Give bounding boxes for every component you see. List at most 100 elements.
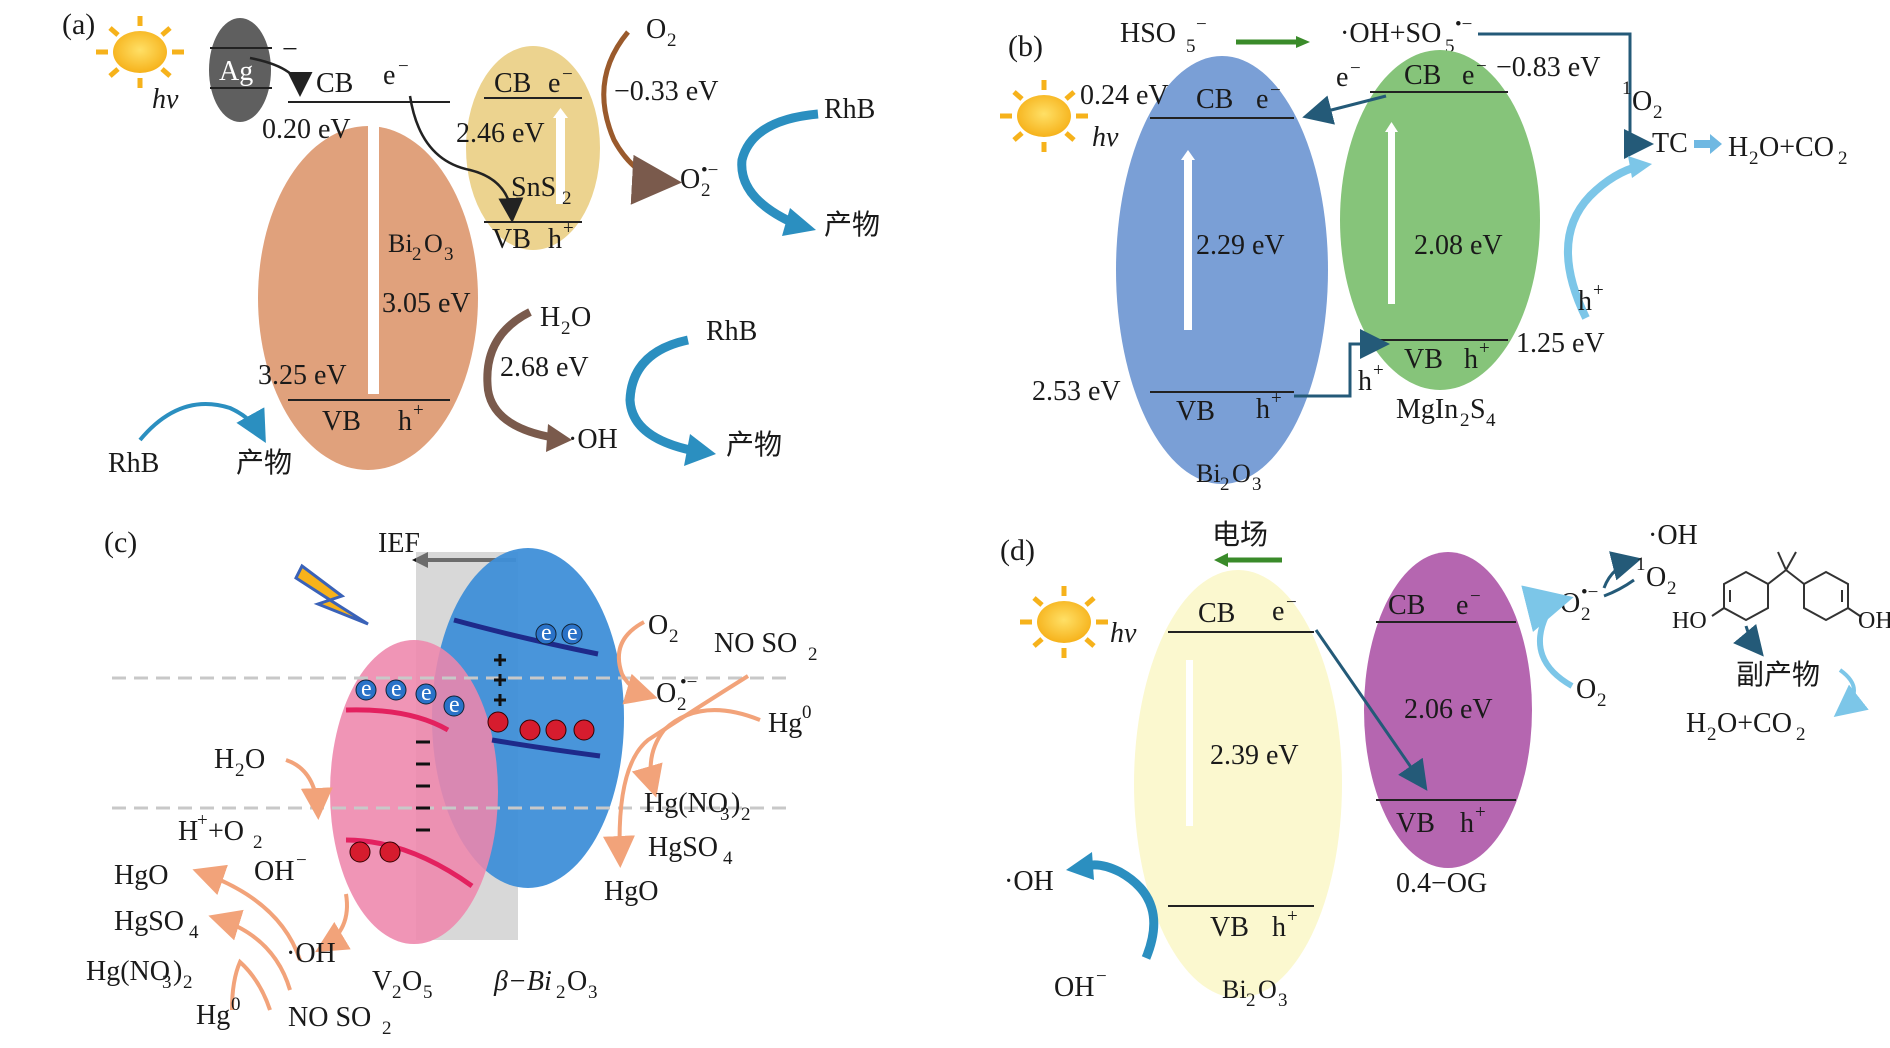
svg-text:e: e [361, 676, 372, 702]
bi2o3-vb-value: 3.25 eV [258, 360, 347, 391]
svg-text:h: h [1464, 344, 1478, 375]
svg-text:产物: 产物 [236, 447, 292, 479]
svg-text:2: 2 [667, 30, 677, 51]
svg-text:HSO: HSO [1120, 18, 1176, 49]
svg-text:−: − [1470, 586, 1481, 607]
svg-text:2: 2 [235, 760, 245, 781]
hole-particles [349, 711, 595, 863]
svg-text:NO SO: NO SO [714, 628, 797, 659]
svg-text:RhB: RhB [108, 448, 159, 479]
svg-text:CB: CB [494, 68, 531, 99]
svg-text:β−Bi: β−Bi [493, 966, 552, 997]
rhb-degradation-arrow-3 [138, 402, 266, 443]
panel-c: (c) IEF e e [86, 526, 818, 1039]
svg-text:RhB: RhB [824, 94, 875, 125]
svg-text:3: 3 [162, 972, 172, 993]
h2o-oxidation-arrow [483, 308, 557, 442]
svg-text:2: 2 [741, 804, 751, 825]
panel-label-b: (b) [1008, 30, 1043, 63]
bi2o3-gap: 2.29 eV [1196, 230, 1285, 261]
svg-text:): ) [731, 788, 740, 819]
svg-text:2: 2 [1707, 724, 1717, 745]
svg-text:Hg: Hg [196, 1000, 230, 1031]
svg-text:−: − [296, 850, 307, 871]
bi2o3-label: Bi 2 O 3 [1196, 459, 1262, 495]
svg-text:SnS: SnS [511, 172, 556, 203]
svg-text:+: + [1287, 906, 1298, 927]
svg-text:3: 3 [720, 804, 730, 825]
svg-text:2: 2 [1581, 604, 1591, 625]
svg-text:O: O [1258, 975, 1277, 1004]
svg-text:2: 2 [808, 644, 818, 665]
o2-reduction-arrow [601, 30, 682, 205]
svg-text:2: 2 [1667, 578, 1677, 599]
panel-a: (a) hv Ag − CB e − 0.20 eV Bi [62, 8, 880, 479]
mgin2s4-label: MgIn 2 S 4 [1396, 394, 1496, 431]
svg-text:5: 5 [1186, 36, 1196, 57]
svg-text:·OH: ·OH [286, 938, 336, 969]
svg-text:•−: •− [1581, 582, 1598, 603]
svg-text:+: + [1593, 280, 1604, 301]
svg-text:−: − [1196, 14, 1207, 35]
hydroxyl-oxidation-arrow [1084, 860, 1159, 960]
hv-label: hv [152, 84, 179, 115]
svg-text:H: H [214, 744, 234, 775]
svg-text:•−: •− [680, 672, 697, 693]
og-gap: 2.06 eV [1404, 694, 1493, 725]
rhb-degradation-arrow-2 [625, 335, 701, 457]
svg-text:O: O [245, 744, 265, 775]
svg-text:O+CO: O+CO [1759, 132, 1834, 163]
bi2o3-band-ellipse [1116, 56, 1328, 484]
svg-text:2: 2 [253, 832, 263, 853]
tc-label: TC [1652, 128, 1688, 159]
svg-text:4: 4 [723, 848, 733, 869]
svg-text:2: 2 [677, 694, 687, 715]
svg-text:e: e [383, 60, 395, 91]
svg-text:h: h [1256, 394, 1270, 425]
positive-charges [494, 654, 506, 706]
svg-text:e: e [421, 680, 432, 706]
svg-text:e: e [391, 676, 402, 702]
svg-text:5: 5 [1445, 36, 1455, 57]
mgin2s4-gap: 2.08 eV [1414, 230, 1503, 261]
singlet-oxygen: 1 O 2 [1622, 78, 1663, 123]
tc-degrade-arrow [1694, 134, 1722, 154]
svg-text:产物: 产物 [824, 209, 880, 241]
svg-text:O: O [648, 610, 668, 641]
svg-text:OH: OH [1858, 608, 1890, 634]
svg-text:O: O [1560, 588, 1580, 619]
svg-text:): ) [173, 956, 182, 987]
radical-to-tc-arrow [1478, 32, 1654, 159]
svg-text:O: O [656, 678, 676, 709]
svg-text:CB: CB [1196, 84, 1233, 115]
svg-text:5: 5 [423, 982, 433, 1003]
bi2o3-cb-value: 0.24 eV [1080, 80, 1169, 111]
svg-text:VB: VB [1404, 344, 1443, 375]
svg-text:4: 4 [189, 922, 199, 943]
svg-text:OH: OH [1054, 972, 1094, 1003]
bisphenol-structure [1711, 551, 1861, 622]
svg-text:−: − [398, 56, 409, 77]
panel-label-c: (c) [104, 526, 137, 559]
rhb-degradation-arrow [737, 109, 819, 231]
svg-text:VB: VB [492, 224, 531, 255]
svg-text:e: e [1456, 590, 1468, 621]
svg-text:2: 2 [561, 318, 571, 339]
o2-reduction-arrow [1521, 585, 1574, 689]
cb-to-vb-arrow [408, 95, 524, 223]
cb-label: CB [316, 68, 353, 99]
svg-text:−: − [1270, 80, 1281, 101]
svg-text:2: 2 [412, 244, 422, 265]
bi2o3-gap: 2.39 eV [1210, 740, 1299, 771]
ief-label: IEF [378, 528, 420, 559]
svg-text:•−: •− [1455, 14, 1472, 35]
svg-text:−: − [1350, 58, 1361, 79]
svg-text:MgIn: MgIn [1396, 394, 1458, 425]
electron-particles: e e e e e e [355, 620, 583, 718]
hgno3-left: Hg(NO 3 ) 2 [86, 956, 193, 993]
v2o5-label: V 2 O 5 [372, 966, 433, 1003]
svg-text:3: 3 [1252, 474, 1262, 495]
svg-text:·OH: ·OH [568, 424, 618, 455]
svg-text:e: e [449, 692, 460, 718]
